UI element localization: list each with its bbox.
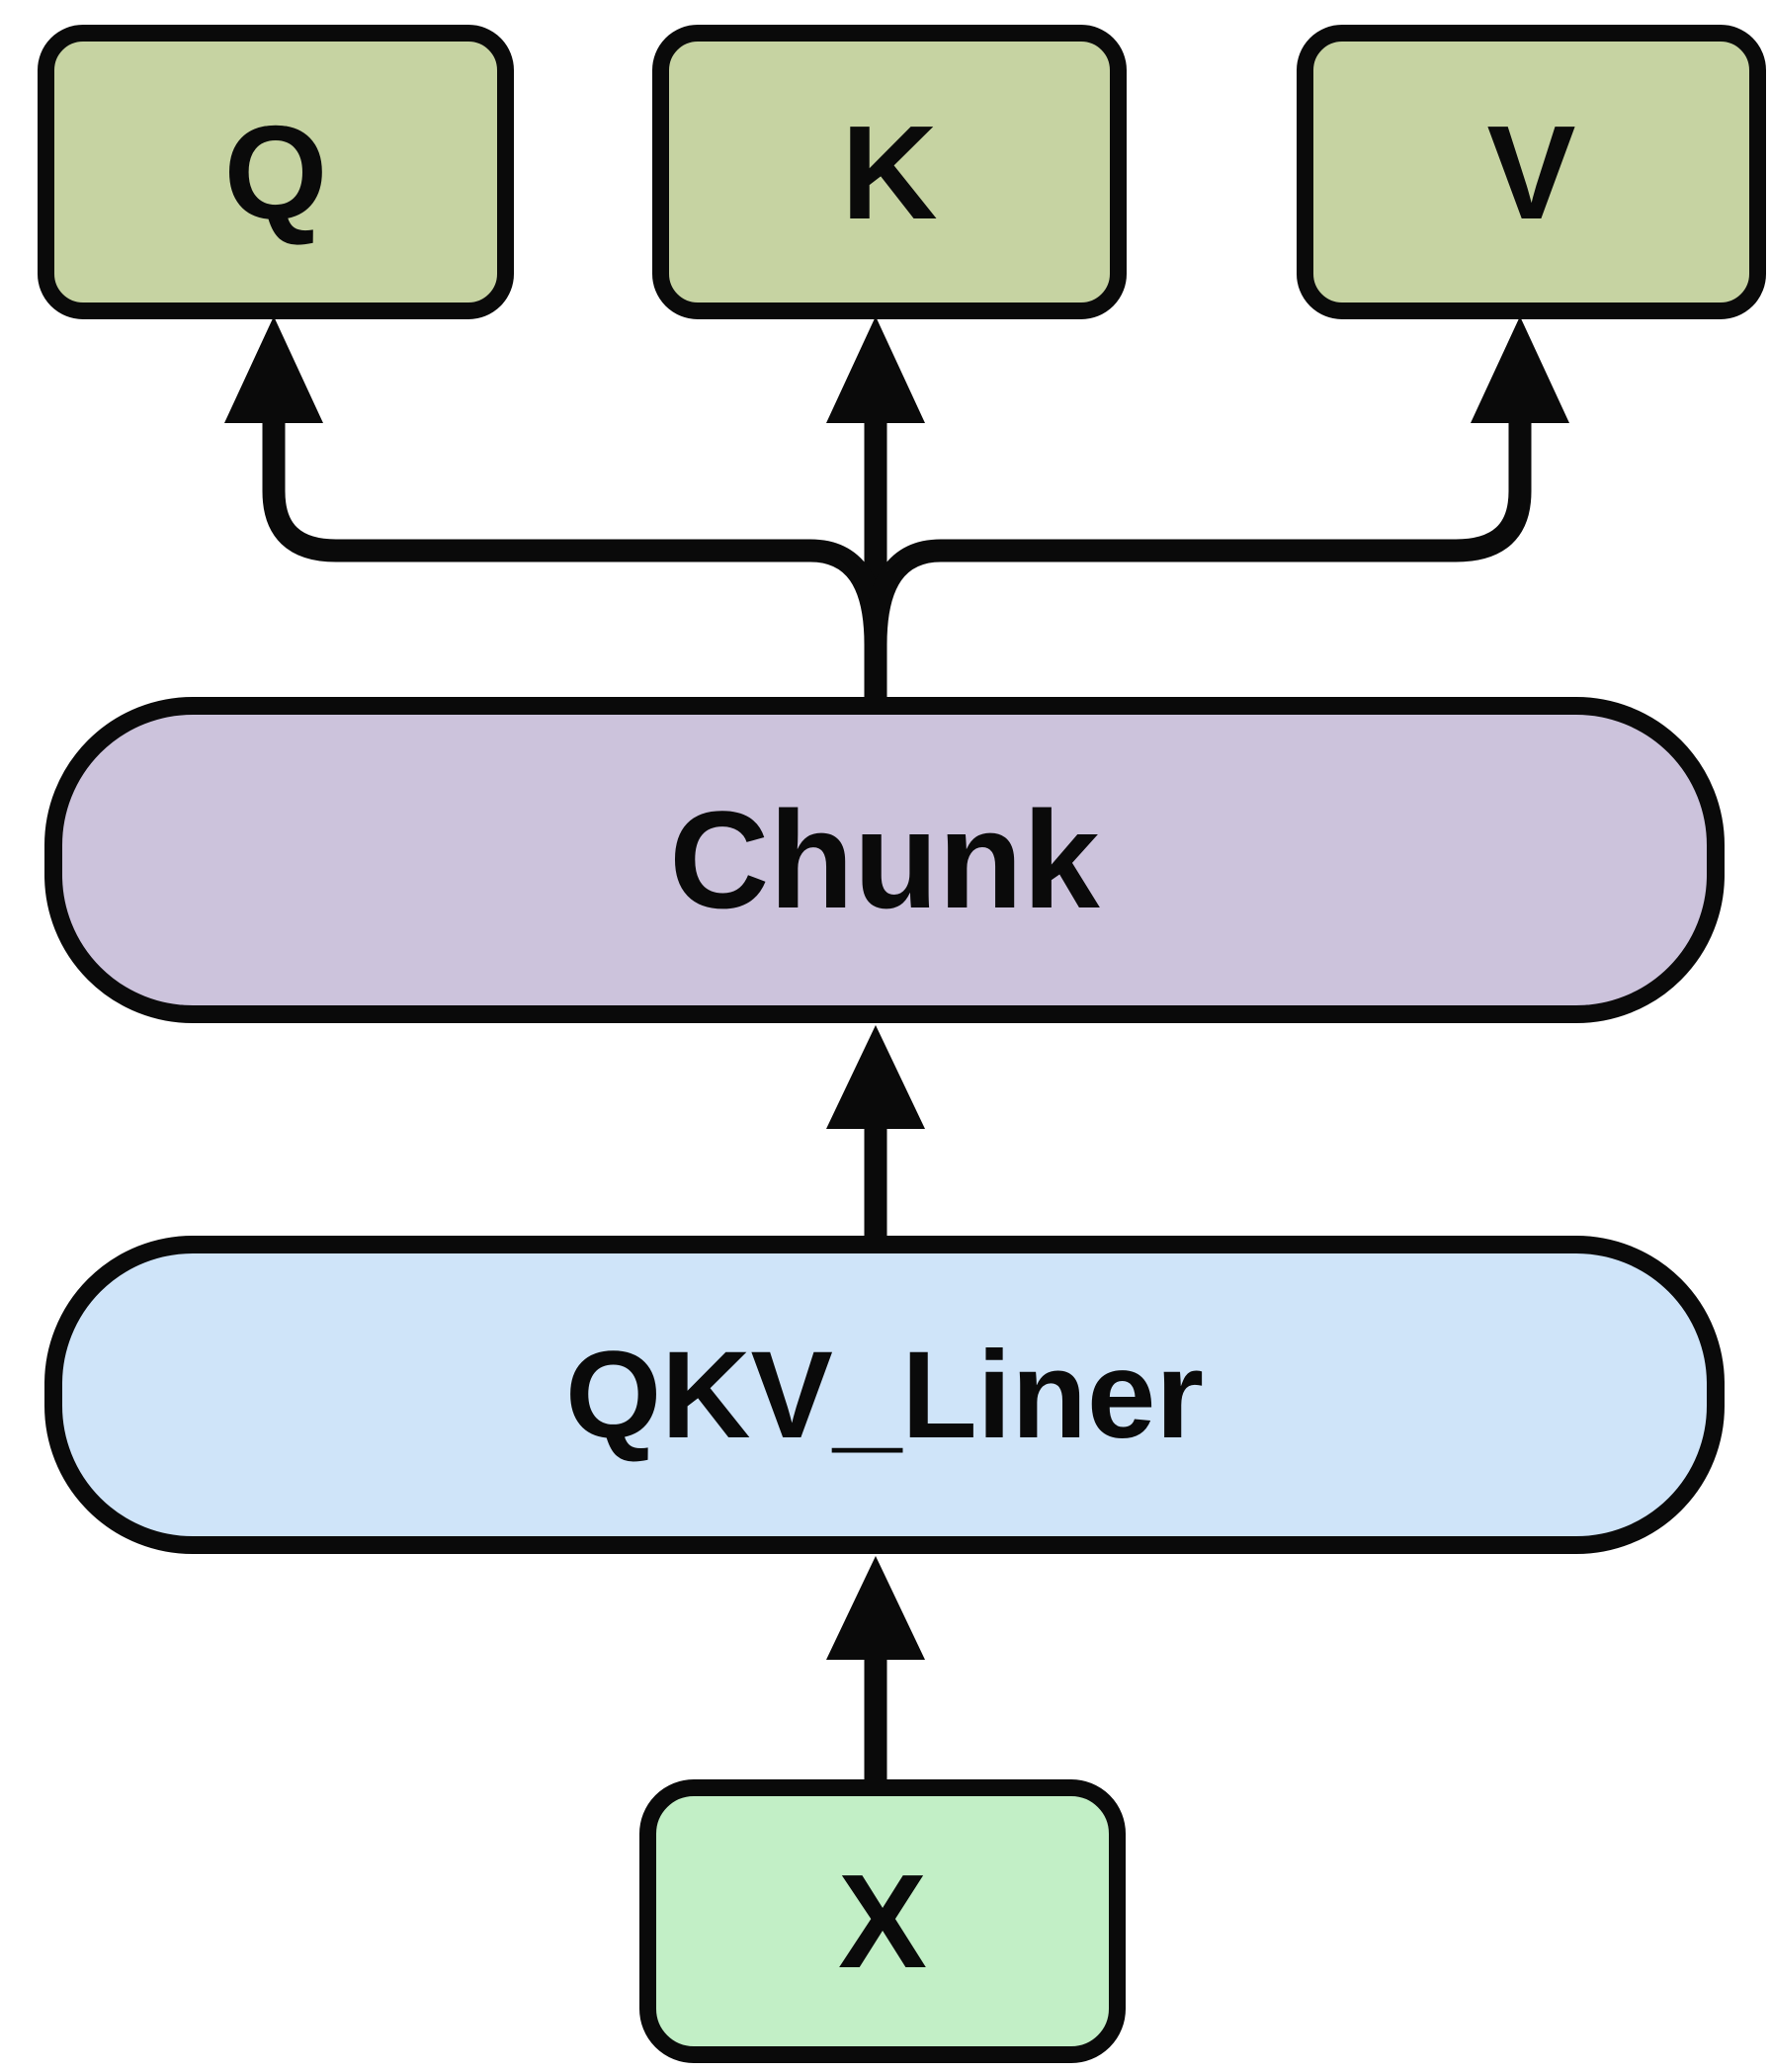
arrowhead-chunk bbox=[826, 1025, 925, 1129]
node-v: V bbox=[1297, 25, 1766, 319]
node-x: X bbox=[639, 1779, 1126, 2063]
arrowhead-k bbox=[826, 316, 925, 423]
node-qkv-liner-label: QKV_Liner bbox=[565, 1326, 1204, 1464]
edge-lines bbox=[262, 413, 1532, 1791]
edge-chunk-to-v bbox=[864, 413, 1532, 646]
arrowhead-qkv bbox=[826, 1556, 925, 1660]
node-k: K bbox=[652, 25, 1127, 319]
edge-arrowheads bbox=[224, 316, 1569, 1660]
node-k-label: K bbox=[841, 97, 938, 247]
node-q-label: Q bbox=[223, 97, 328, 247]
arrowhead-q bbox=[224, 316, 323, 423]
node-qkv-liner: QKV_Liner bbox=[44, 1236, 1725, 1554]
arrowhead-v bbox=[1471, 316, 1569, 423]
edge-chunk-to-q bbox=[262, 413, 887, 646]
node-chunk-label: Chunk bbox=[669, 782, 1100, 937]
node-v-label: V bbox=[1486, 97, 1576, 247]
node-x-label: X bbox=[837, 1847, 928, 1996]
node-q: Q bbox=[38, 25, 514, 319]
node-chunk: Chunk bbox=[44, 697, 1725, 1023]
